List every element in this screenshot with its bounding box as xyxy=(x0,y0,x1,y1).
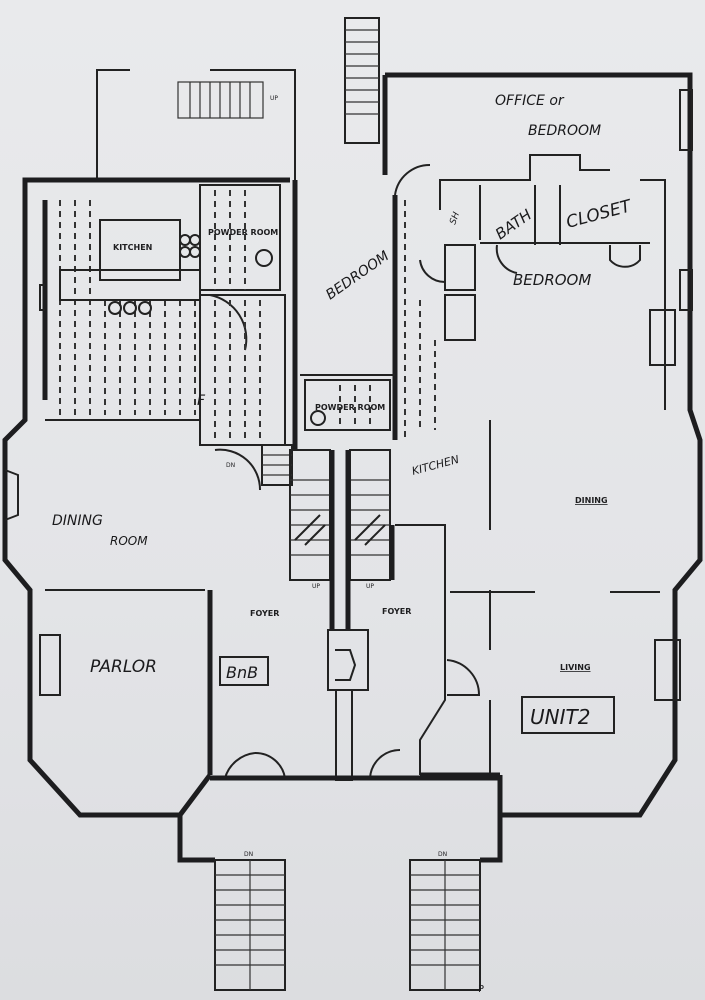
kitchen-grid xyxy=(59,184,286,446)
unit-label-unit2: UNIT2 xyxy=(530,705,590,729)
room-label-powder-room-mid: POWDER ROOM xyxy=(315,403,385,412)
stair-up-label: UP xyxy=(366,583,374,590)
rear-stair xyxy=(344,17,380,144)
room-label-foyer-left: FOYER xyxy=(250,609,279,618)
center-walls xyxy=(214,180,481,781)
stair-up-label: UP xyxy=(270,95,278,102)
f-mark: F xyxy=(197,393,206,409)
room-label-kitchen-right: KITCHEN xyxy=(410,453,460,478)
room-label-bedroom-right: BEDROOM xyxy=(513,271,591,289)
room-label-kitchen-left: KITCHEN xyxy=(113,243,152,252)
stair-dn-label: DN xyxy=(226,462,235,469)
unit-label-bnb: BnB xyxy=(226,663,258,682)
room-label-dining: DINING xyxy=(575,496,608,505)
room-label-office: OFFICE or xyxy=(495,93,565,109)
bnb-label-box xyxy=(219,656,269,686)
left-unit-walls xyxy=(2,177,290,818)
room-label-office-bedroom: BEDROOM xyxy=(528,123,601,139)
stair-up-label: UP xyxy=(312,583,320,590)
room-label-bath: BATH xyxy=(492,206,535,244)
room-label-living: LIVING xyxy=(560,663,591,672)
room-label-parlor: PARLOR xyxy=(90,657,157,677)
unit2-label-box xyxy=(521,696,615,734)
stair-dn-label: DN xyxy=(244,851,253,858)
room-label-powder-room-top: POWDER ROOM xyxy=(208,228,278,237)
page-mark: P xyxy=(478,984,484,995)
room-label-closet: CLOSET xyxy=(564,196,635,233)
room-label-bedroom-mid: BEDROOM xyxy=(323,248,392,303)
room-label-dining-room-2: ROOM xyxy=(110,534,148,548)
right-unit-walls xyxy=(382,72,703,818)
front-porch xyxy=(177,775,503,991)
room-label-shower: SH xyxy=(448,211,462,226)
room-label-dining-room: DINING xyxy=(52,513,103,529)
rear-annex xyxy=(96,69,296,180)
room-label-foyer-right: FOYER xyxy=(382,607,411,616)
stair-dn-label: DN xyxy=(438,851,447,858)
